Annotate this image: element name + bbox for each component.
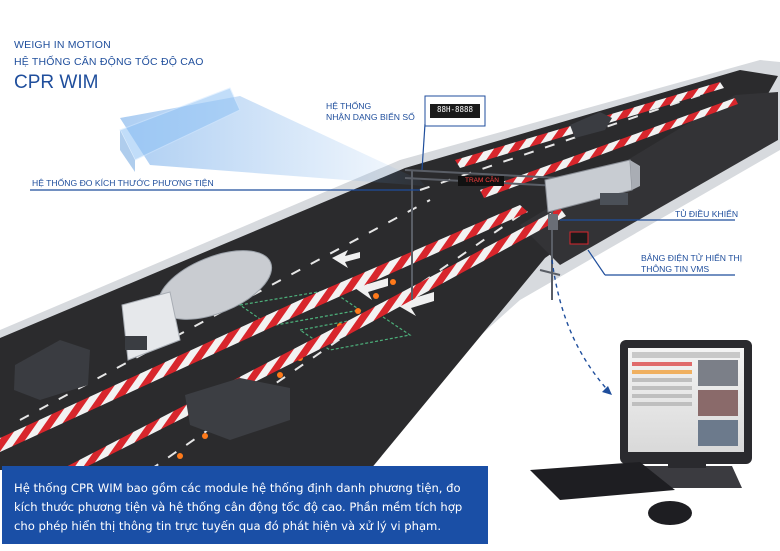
gantry-sign-text: TRẠM CÂN — [465, 177, 499, 184]
license-plate: 88H-8888 — [436, 105, 474, 114]
callout-dimension-measure: HỆ THỐNG ĐO KÍCH THƯỚC PHƯƠNG TIỆN — [32, 178, 214, 188]
callout-vms: BẢNG ĐIỆN TỬ HIỂN THỊ THÔNG TIN VMS — [641, 253, 742, 275]
callout-vms-line2: THÔNG TIN VMS — [641, 264, 710, 274]
page-title: CPR WIM — [14, 72, 99, 93]
callout-lines — [30, 123, 735, 276]
barrier-far-2 — [480, 98, 738, 198]
data-link — [551, 259, 613, 396]
truck-icon — [544, 159, 640, 213]
tanker-truck-icon — [121, 250, 273, 361]
callout-plate-recognition-line1: HỆ THỐNG — [326, 101, 372, 111]
barrier-left — [0, 205, 528, 452]
header-subtitle-vietnamese: HỆ THỐNG CÂN ĐỘNG TỐC ĐỘ CAO — [14, 56, 204, 68]
keyboard-icon — [530, 462, 675, 500]
callout-control-cabinet: TỦ ĐIỀU KHIỂN — [675, 209, 739, 219]
mouse-icon — [648, 501, 692, 525]
callout-plate-recognition-line2: NHẬN DẠNG BIỂN SỐ — [326, 112, 415, 122]
gantry-sign-board — [458, 176, 504, 186]
car-icon — [14, 112, 612, 440]
callout-vms-line1: BẢNG ĐIỆN TỬ HIỂN THỊ — [641, 253, 743, 263]
scanned-truck-silhouette — [119, 87, 241, 172]
camera-icon — [424, 95, 486, 127]
road-right-lanes — [520, 92, 778, 265]
barrier-middle — [60, 208, 566, 470]
computer-icon — [620, 340, 752, 488]
header-subtitle-english: WEIGH IN MOTION — [14, 39, 111, 51]
control-cabinet — [548, 214, 558, 230]
callout-plate-recognition: HỆ THỐNG NHẬN DẠNG BIỂN SỐ — [326, 101, 415, 123]
description-box: Hệ thống CPR WIM bao gồm các module hệ t… — [2, 466, 488, 544]
vms-board — [569, 231, 589, 245]
